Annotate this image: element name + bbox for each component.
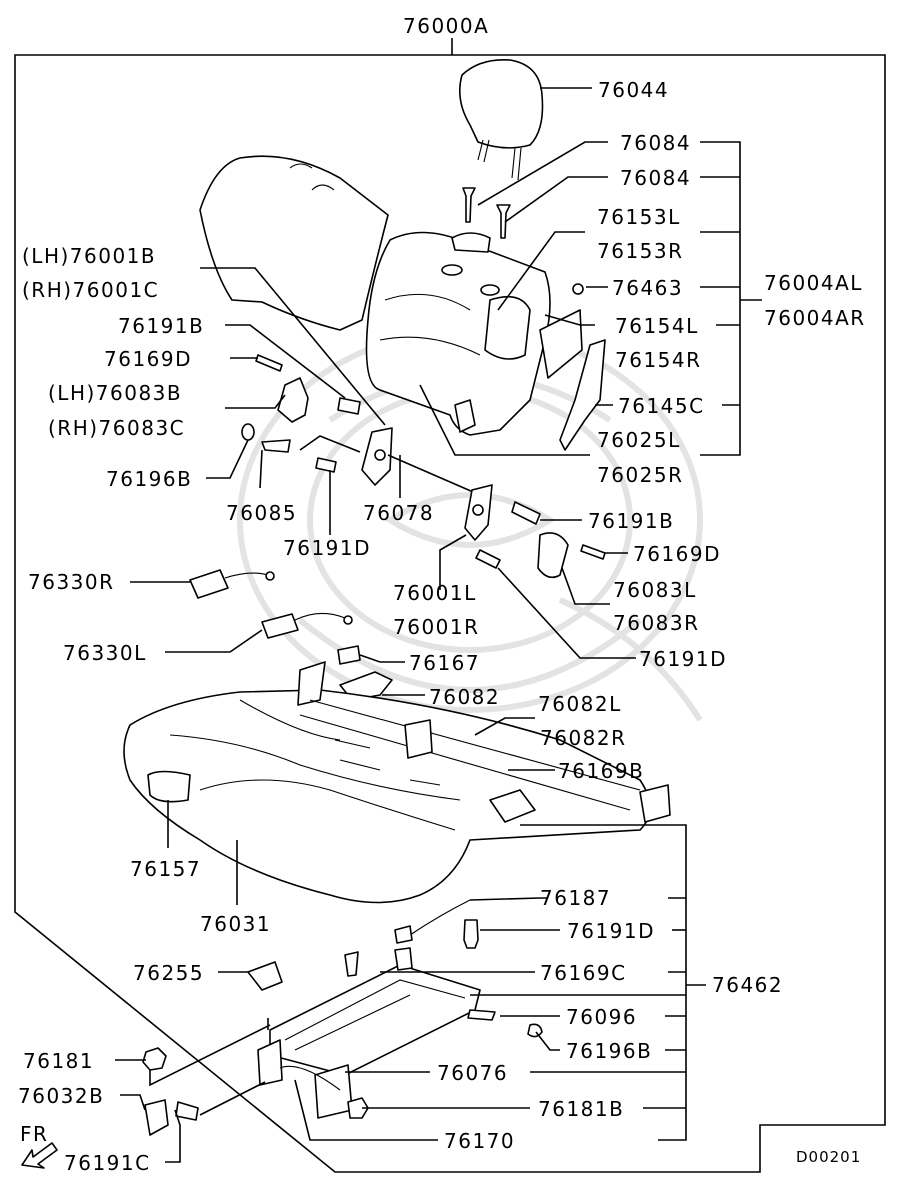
part-label: 76181B bbox=[538, 1097, 624, 1121]
part-label: 76191B bbox=[118, 314, 204, 338]
part-label: 76004AR bbox=[764, 306, 866, 330]
part-label: 76169B bbox=[558, 759, 644, 783]
part-label: 76145C bbox=[618, 394, 705, 418]
part-label: 76004AL bbox=[764, 271, 863, 295]
part-label: 76255 bbox=[133, 961, 204, 985]
seatback-frame-part bbox=[365, 231, 583, 436]
part-label: 76096 bbox=[566, 1005, 637, 1029]
part-label: 76191D bbox=[283, 536, 371, 560]
part-label: 76001R bbox=[393, 615, 480, 639]
part-label: 76084 bbox=[620, 166, 691, 190]
part-label: 76032B bbox=[18, 1084, 104, 1108]
part-label: 76157 bbox=[130, 857, 201, 881]
part-label: 76082R bbox=[540, 726, 627, 750]
part-label: 76085 bbox=[226, 501, 297, 525]
part-label: 76330L bbox=[63, 641, 147, 665]
part-label: (RH)76001C bbox=[22, 278, 159, 302]
seatback-cover-part bbox=[199, 155, 389, 331]
bolt-low-part bbox=[463, 919, 479, 949]
part-label: 76170 bbox=[444, 1129, 515, 1153]
seat-cushion-part bbox=[123, 689, 651, 904]
part-label: 76196B bbox=[566, 1039, 652, 1063]
part-label: 76154R bbox=[615, 348, 702, 372]
lever-cover-right-part bbox=[537, 532, 569, 579]
lever-cover-left-part bbox=[277, 377, 309, 423]
part-label: 76025R bbox=[597, 463, 684, 487]
clip-part bbox=[572, 283, 584, 295]
hinge-right-part bbox=[464, 484, 493, 541]
part-label: 76167 bbox=[409, 651, 480, 675]
hinge-left-part bbox=[361, 427, 481, 496]
part-label: 76154L bbox=[615, 314, 699, 338]
part-label: 76196B bbox=[106, 467, 192, 491]
seat-belt-buckle-parts bbox=[189, 569, 353, 639]
seat-bottom-frame-part bbox=[257, 947, 543, 1119]
figure-code-label: D00201 bbox=[796, 1148, 861, 1166]
part-label: (LH)76001B bbox=[22, 244, 156, 268]
part-label: (RH)76083C bbox=[48, 416, 185, 440]
part-label: 76082L bbox=[538, 692, 622, 716]
part-label: 76083L bbox=[613, 578, 697, 602]
part-label: 76169D bbox=[104, 347, 192, 371]
part-label: 76330R bbox=[28, 570, 115, 594]
part-label: 76025L bbox=[597, 428, 681, 452]
part-label: 76169D bbox=[633, 542, 721, 566]
part-label: 76082 bbox=[429, 685, 500, 709]
assembly-border bbox=[14, 54, 886, 1173]
front-direction-arrow-icon bbox=[21, 1142, 58, 1169]
seat-frame-part bbox=[297, 661, 671, 823]
part-label: 76187 bbox=[540, 886, 611, 910]
part-label: 76191B bbox=[588, 509, 674, 533]
assembly-number-label: 76000A bbox=[403, 14, 489, 38]
headrest-part bbox=[459, 58, 544, 181]
headrest-guide-part bbox=[462, 187, 511, 239]
part-label: 76191D bbox=[639, 647, 727, 671]
side-cover-part bbox=[559, 339, 606, 451]
part-label: 76044 bbox=[598, 78, 669, 102]
bolt-parts bbox=[241, 354, 606, 569]
part-label: 76001L bbox=[393, 581, 477, 605]
part-label: 76031 bbox=[200, 912, 271, 936]
front-direction-label: FR bbox=[20, 1122, 48, 1146]
nut-and-cover-parts bbox=[142, 1047, 369, 1136]
part-label: 76153L bbox=[597, 205, 681, 229]
trim-clip-part bbox=[247, 961, 283, 991]
part-label: 76084 bbox=[620, 131, 691, 155]
part-label: 76463 bbox=[612, 276, 683, 300]
part-label: 76153R bbox=[597, 239, 684, 263]
part-label: 76191C bbox=[64, 1151, 151, 1175]
part-label: 76078 bbox=[363, 501, 434, 525]
sensor-part bbox=[394, 899, 471, 944]
part-label: 76076 bbox=[437, 1061, 508, 1085]
part-label: (LH)76083B bbox=[48, 381, 182, 405]
part-label: 76083R bbox=[613, 611, 700, 635]
part-label: 76462 bbox=[712, 973, 783, 997]
part-label: 76181 bbox=[23, 1049, 94, 1073]
leader-lines bbox=[115, 87, 762, 1163]
part-label: 76169C bbox=[540, 961, 627, 985]
callout-labels: 76000A 76044 76084 76084 76153L 76153R 7… bbox=[18, 14, 866, 1175]
part-label: 76191D bbox=[567, 919, 655, 943]
